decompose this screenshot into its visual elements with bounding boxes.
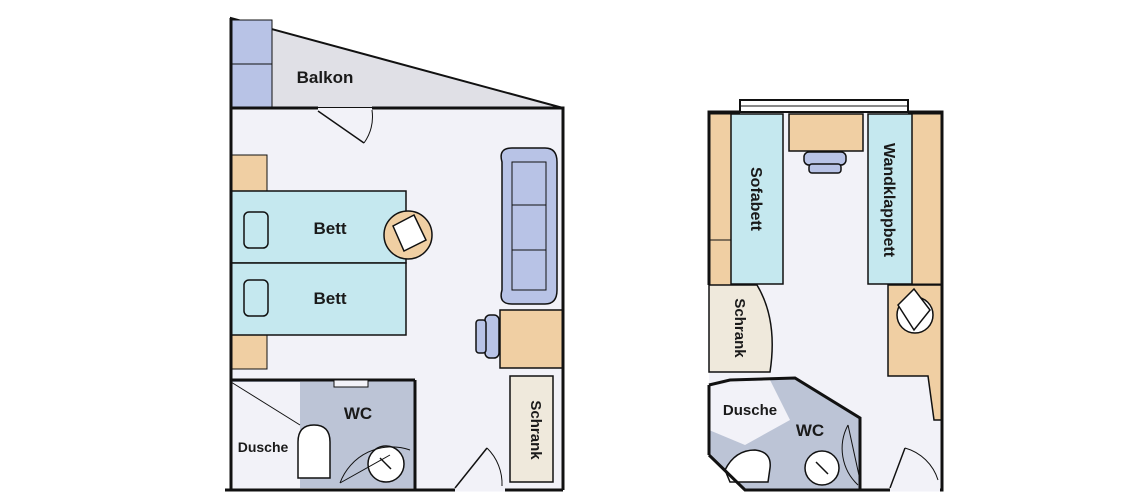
- sofa: [500, 147, 558, 305]
- balcony-label: Balkon: [297, 68, 354, 87]
- side-desk-chair: [896, 287, 934, 334]
- standard-cabin-plan: Sofabett Wandklappbett Schrank Dusche WC: [707, 99, 944, 492]
- window-desk: [788, 113, 864, 152]
- wardrobe-right: [708, 284, 773, 373]
- wardrobe-label: Schrank: [527, 400, 544, 460]
- wardrobe-right-label: Schrank: [731, 298, 748, 358]
- bed-lower-label: Bett: [313, 289, 346, 308]
- entry-door: [454, 447, 505, 492]
- wall-fold-bed: [867, 113, 913, 285]
- wall-fold-bed-label: Wandklappbett: [880, 143, 897, 258]
- night-table-bottom: [230, 332, 268, 370]
- sofa-bed-label: Sofabett: [747, 167, 764, 232]
- desk: [499, 309, 564, 369]
- shower-right-label: Dusche: [723, 402, 777, 419]
- window-desk-chair: [803, 151, 847, 174]
- pillow-upper: [243, 211, 269, 249]
- bathroom-door: [339, 446, 411, 484]
- desk-chair: [475, 314, 500, 359]
- balcony-door: [317, 108, 373, 144]
- round-table: [383, 210, 433, 260]
- shower-right: [709, 380, 790, 445]
- bed-upper-label: Bett: [313, 219, 346, 238]
- balcony-area: [230, 16, 564, 109]
- sink-right: [804, 450, 840, 486]
- shower-area: [231, 382, 300, 488]
- pillow-lower: [243, 279, 269, 317]
- entry-door-right: [889, 447, 940, 492]
- bathroom-cabinet: [333, 379, 369, 388]
- toilet-right: [724, 449, 771, 483]
- night-table-top: [230, 154, 268, 193]
- wc-right-label: WC: [796, 421, 824, 440]
- balcony-cabin-plan: Bett Bett Schrank WC: [225, 16, 565, 492]
- shower-label: Dusche: [238, 439, 289, 455]
- wc-label: WC: [344, 404, 372, 423]
- sofa-bed: [730, 113, 784, 285]
- bathroom-right-door: [841, 424, 861, 486]
- wood-panel-right: [911, 113, 943, 285]
- wardrobe: [509, 375, 554, 483]
- toilet: [297, 424, 331, 479]
